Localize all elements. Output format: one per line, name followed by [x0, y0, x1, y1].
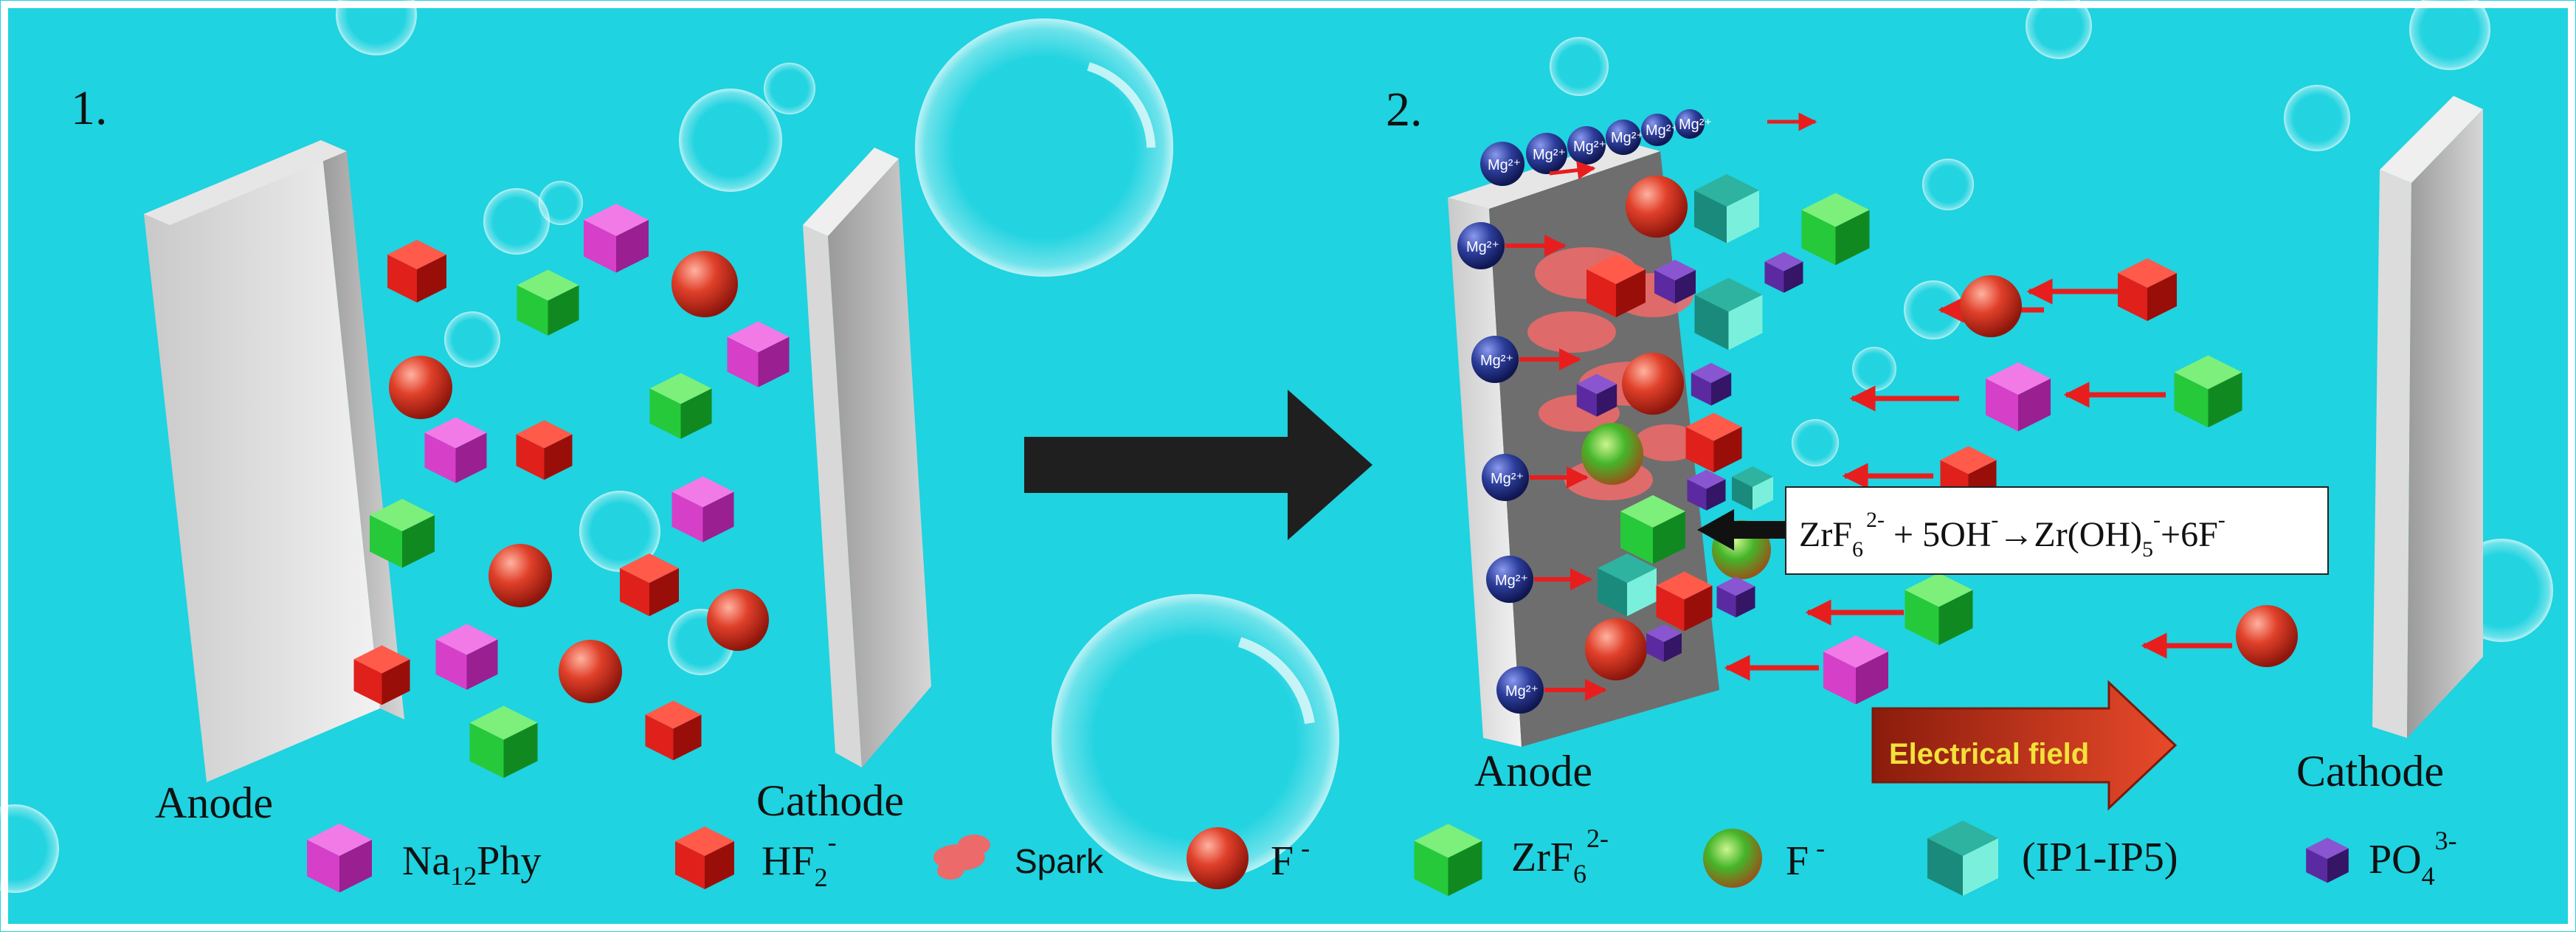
legend-label-f-red: F-	[1271, 833, 1310, 884]
bubble-highlight	[1087, 62, 1156, 148]
bubble	[2026, 0, 2092, 59]
mg-ion: Mg²⁺	[1457, 222, 1567, 269]
mg-ion-row-top: Mg²⁺ Mg²⁺ Mg²⁺ Mg²⁺ Mg²⁺ Mg²⁺	[1480, 109, 1817, 186]
bubble	[2409, 0, 2490, 70]
bubble	[1550, 37, 1609, 96]
f-sphere	[488, 544, 552, 607]
mg-ion: Mg²⁺	[1486, 556, 1592, 603]
svg-text:Mg²⁺: Mg²⁺	[1646, 122, 1679, 139]
f-sphere-icon	[1187, 827, 1249, 889]
panel-2-number: 2.	[1386, 83, 1423, 137]
legend-label-na12phy: Na12Phy	[402, 838, 541, 891]
mg-ions: Mg²⁺ Mg²⁺ Mg²⁺ Mg²⁺ Mg²⁺	[1457, 109, 1817, 714]
bubble	[1922, 159, 1974, 210]
mg-ion: Mg²⁺	[1482, 454, 1589, 501]
legend-label-po4: PO43-	[2369, 826, 2457, 891]
f-sphere	[1626, 176, 1688, 238]
electrical-field-label: Electrical field	[1889, 738, 2089, 770]
bubble	[1904, 280, 1963, 339]
panel-1-cathode-label: Cathode	[756, 776, 904, 825]
bubble	[2284, 85, 2350, 151]
f-sphere	[2236, 605, 2298, 667]
panel-2-migrating-particles	[1724, 193, 2298, 705]
bubble	[915, 18, 1173, 277]
bubble	[336, 0, 417, 55]
legend-item-f-green: F-	[1703, 829, 1825, 888]
bubble	[764, 63, 815, 114]
f-green-sphere	[1581, 423, 1643, 485]
f-sphere	[707, 589, 769, 651]
bubble	[444, 311, 500, 367]
legend: Na12Phy HF2- Spark F- ZrF62- F-	[307, 821, 2457, 897]
legend-item-hf2: HF2-	[675, 826, 837, 892]
svg-text:Mg²⁺: Mg²⁺	[1488, 157, 1521, 173]
legend-item-na12phy: Na12Phy	[307, 824, 541, 893]
mg-ion: Mg²⁺	[1496, 666, 1607, 714]
bubble-highlight	[1237, 637, 1315, 725]
f-green-sphere-icon	[1703, 829, 1762, 888]
svg-text:Mg²⁺: Mg²⁺	[1495, 573, 1528, 589]
svg-text:Mg²⁺: Mg²⁺	[1533, 147, 1566, 163]
legend-item-po4: PO43-	[2306, 826, 2457, 891]
f-sphere	[1585, 618, 1647, 680]
panel-1-number: 1.	[71, 81, 108, 135]
f-sphere	[1960, 275, 2022, 337]
legend-item-f-red: F-	[1187, 827, 1310, 889]
callout-pointer	[1697, 509, 1789, 550]
legend-item-spark: Spark	[933, 835, 1104, 880]
mg-ion: Mg²⁺	[1471, 336, 1581, 383]
anode-plate	[144, 140, 404, 782]
bubble	[0, 804, 59, 893]
bubble	[1792, 419, 1839, 466]
bubble	[483, 188, 550, 255]
legend-item-ip: (IP1-IP5)	[1927, 821, 2178, 896]
svg-text:Mg²⁺: Mg²⁺	[1466, 239, 1499, 255]
spark-icon	[933, 835, 990, 880]
legend-label-ip: (IP1-IP5)	[2022, 835, 2178, 880]
svg-text:Mg²⁺: Mg²⁺	[1679, 117, 1712, 133]
f-sphere	[559, 640, 622, 703]
f-sphere	[1622, 353, 1684, 415]
panel-2-cathode-label: Cathode	[2296, 747, 2444, 795]
svg-text:Mg²⁺: Mg²⁺	[1491, 471, 1524, 487]
f-sphere	[389, 356, 452, 419]
bubble	[579, 491, 660, 572]
cathode-plate	[2372, 96, 2483, 738]
panel-2: Mg²⁺ Mg²⁺ Mg²⁺ Mg²⁺ Mg²⁺	[1448, 96, 2483, 811]
bubble	[1052, 594, 1339, 882]
electrical-field-arrow: Electrical field	[1871, 680, 2178, 811]
svg-text:Mg²⁺: Mg²⁺	[1480, 353, 1513, 369]
bubble	[679, 89, 782, 192]
legend-label-zrf6: ZrF62-	[1511, 824, 1609, 888]
bubbles	[0, 0, 2553, 893]
bubble	[1852, 347, 1896, 391]
legend-item-zrf6: ZrF62-	[1414, 824, 1609, 897]
legend-label-hf2: HF2-	[762, 827, 837, 892]
reaction-callout: ZrF62- + 5OH-→Zr(OH)5-+6F-	[1697, 486, 2329, 575]
f-sphere	[671, 251, 738, 317]
cathode-plate	[803, 148, 931, 767]
reaction-box	[1785, 486, 2329, 575]
panel-1: Anode Cathode	[144, 140, 931, 827]
svg-text:Mg²⁺: Mg²⁺	[1505, 683, 1539, 700]
panel-1-particles	[353, 204, 790, 779]
reaction-equation: ZrF62- + 5OH-→Zr(OH)5-+6F-	[1799, 508, 2225, 562]
svg-text:Mg²⁺: Mg²⁺	[1611, 130, 1644, 146]
transition-arrow	[1024, 390, 1372, 540]
bubble	[539, 181, 583, 225]
svg-text:Mg²⁺: Mg²⁺	[1573, 139, 1606, 155]
legend-label-f-green: F-	[1786, 833, 1825, 884]
panel-1-anode-label: Anode	[155, 779, 273, 827]
legend-label-spark: Spark	[1015, 842, 1104, 880]
panel-2-anode-label: Anode	[1474, 747, 1592, 795]
